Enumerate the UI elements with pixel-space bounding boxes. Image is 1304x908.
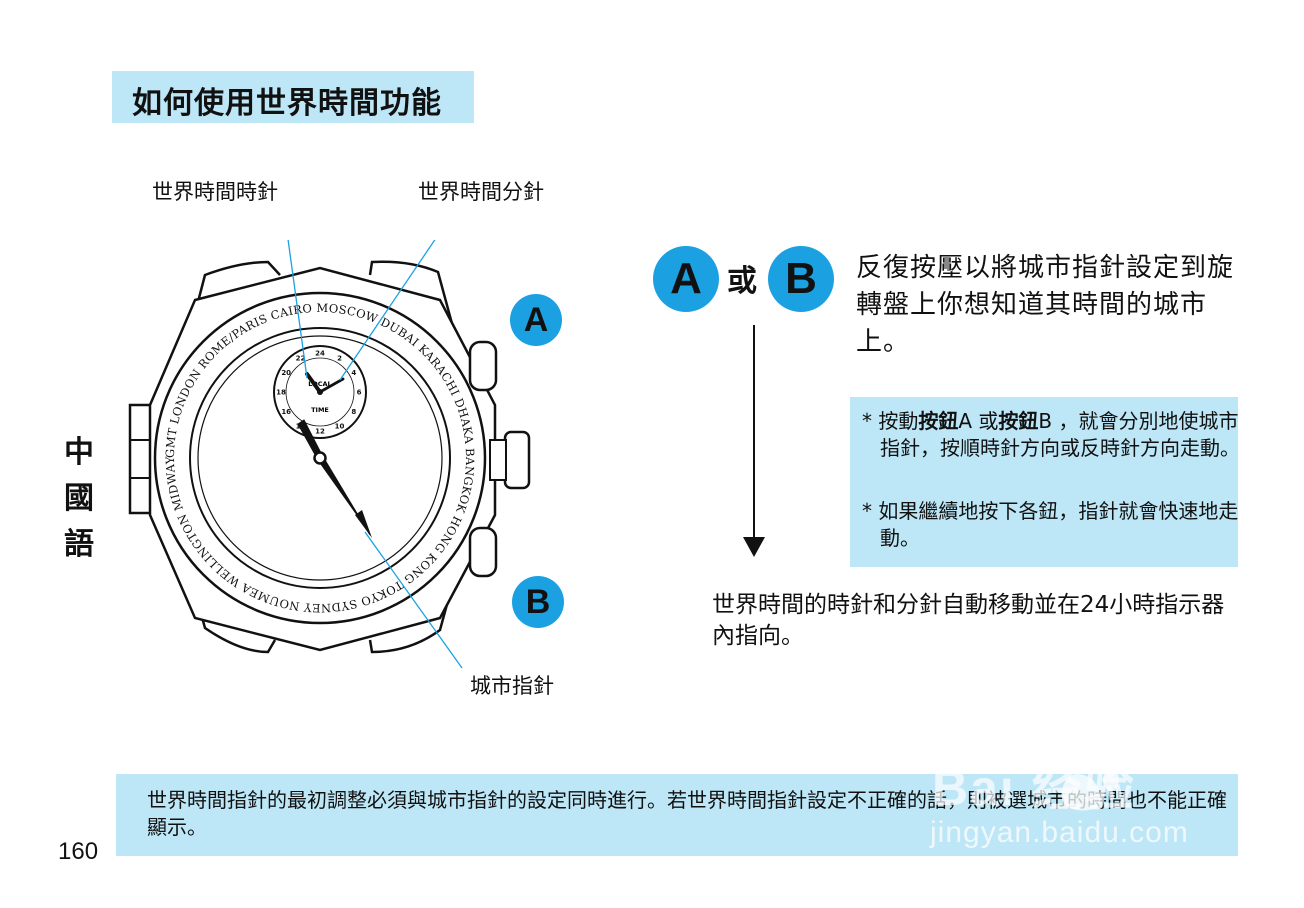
city-hand-pivot [313,451,327,465]
page-number: 160 [58,838,99,865]
note-box [850,397,1238,567]
callout-minute-hand-label: 世界時間分針 [418,180,544,204]
watermark-url: jingyan.baidu.com [930,816,1189,849]
subdial-number: 10 [335,422,345,430]
note-1: * 按動按鈕A 或按鈕B ，就會分別地使城市指針，按順時針方向或反時針方向走動。 [862,409,1240,460]
subdial-number: 18 [276,389,286,397]
baidu-paw-logo [1047,742,1119,811]
subdial-number: 8 [351,408,356,416]
step-connector: 或 [727,264,757,299]
watch-lug-left-top [173,260,281,391]
watermark-brand: Bai 经验 [932,760,1136,816]
subdial-time-label: TIME [311,406,329,414]
subdial-number: 22 [296,355,306,363]
language-side-label: 中國語 [64,435,94,562]
step-instruction: 反復按壓以將城市指針設定到旋轉盤上你想知道其時間的城市上。 [856,253,1235,357]
step-result: 世界時間的時針和分針自動移動並在24小時指示器內指向。 [712,592,1225,649]
note-2: * 如果繼續地按下各鈕，指針就會快速地走動。 [862,499,1239,550]
callout-line-city [364,531,463,669]
callout-line-hour [287,240,308,379]
subdial-local-label: LOCAL [308,380,331,388]
watch-lug-left-bottom [173,519,277,654]
subdial-number: 2 [337,355,342,363]
callout-city-hand-label: 城市指針 [470,674,554,698]
watch-illustration: GMT LONDON ROME/PARIS CAIRO MOSCOW DUBAI… [120,240,531,669]
subdial-number: 4 [351,369,356,377]
watch-side-left [128,403,154,515]
footer-note-box [116,774,1238,856]
world-minute-hand [318,377,345,394]
footer-note: 世界時間指針的最初調整必須與城市指針的設定同時進行。若世界時間指針設定不正確的話… [147,788,1227,839]
world-hour-hand [305,372,322,394]
callout-hour-hand-label: 世界時間時針 [152,180,278,204]
callout-line-minute [339,240,436,381]
pusher-b [468,526,498,578]
step-button-a-badge: A [653,246,719,312]
subdial-number: 20 [281,369,291,377]
pusher-a [468,340,498,392]
watch-button-a-badge: A [510,294,562,346]
page-title: 如何使用世界時間功能 [132,86,442,121]
subdial-number: 6 [357,389,362,397]
subdial-number: 12 [315,428,325,436]
title-banner [112,71,474,123]
subdial-number: 16 [281,408,291,416]
watch-lug-right-bottom [368,519,472,654]
watch-lug-right-top [368,260,472,391]
crown [503,430,531,490]
step-button-b-badge: B [768,246,834,312]
watch-button-b-badge: B [512,576,564,628]
flow-arrow [743,325,765,557]
subdial-number: 24 [315,350,325,358]
